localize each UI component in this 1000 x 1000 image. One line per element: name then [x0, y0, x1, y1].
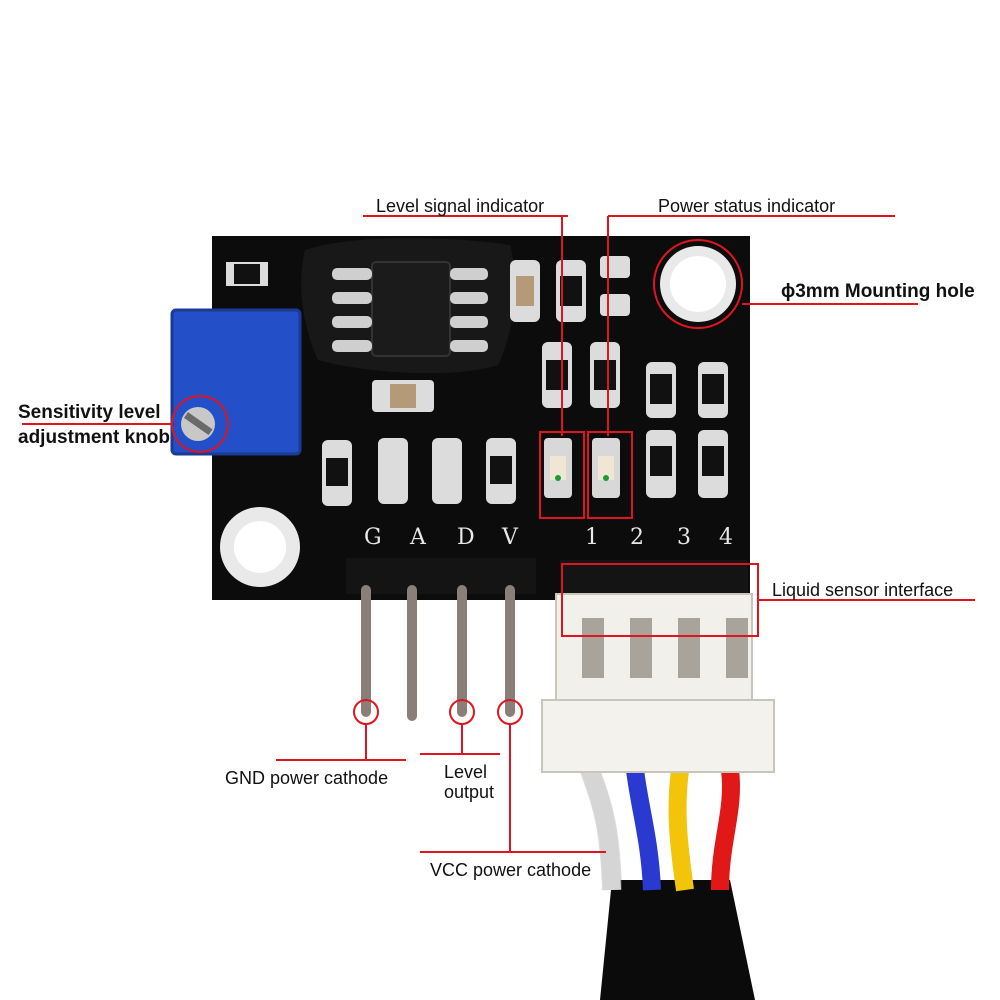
label-sensitivity-line1: Sensitivity level — [18, 402, 161, 423]
annotation-lines — [22, 215, 975, 853]
wire-white-outline — [580, 766, 622, 891]
label-gnd-power-cathode: GND power cathode — [225, 768, 389, 788]
wire-red — [711, 768, 740, 891]
wire-yellow — [668, 768, 694, 892]
pin-label-3: 3 — [677, 525, 691, 550]
pin-label-2: 2 — [630, 525, 644, 550]
pin-label-v: V — [501, 525, 519, 550]
wire-blue — [626, 768, 661, 891]
wire-white — [581, 767, 621, 891]
pin-label-4: 4 — [719, 525, 733, 550]
label-level-output-line1: Level — [444, 762, 488, 782]
pin-label-a: A — [409, 525, 427, 550]
label-level-signal-indicator: Level signal indicator — [376, 196, 545, 216]
sensor-connector — [541, 560, 775, 773]
potentiometer — [170, 308, 302, 456]
cable-jacket — [600, 880, 755, 1000]
label-mounting-hole: ϕ3mm Mounting hole — [781, 281, 975, 302]
pin-label-d: D — [457, 525, 475, 550]
power-status-led — [592, 438, 620, 498]
smd-components — [226, 256, 728, 506]
gavd-header — [346, 558, 536, 721]
label-power-status-indicator: Power status indicator — [658, 196, 836, 216]
level-signal-led — [544, 438, 572, 498]
label-vcc-power-cathode: VCC power cathode — [430, 860, 592, 880]
label-level-output-line2: output — [444, 782, 495, 802]
pin-label-1: 1 — [585, 525, 599, 550]
ic-chip — [371, 261, 451, 357]
label-liquid-sensor-interface: Liquid sensor interface — [772, 580, 954, 600]
label-sensitivity-line2: adjustment knob — [18, 427, 171, 448]
pin-label-g: G — [364, 525, 382, 550]
